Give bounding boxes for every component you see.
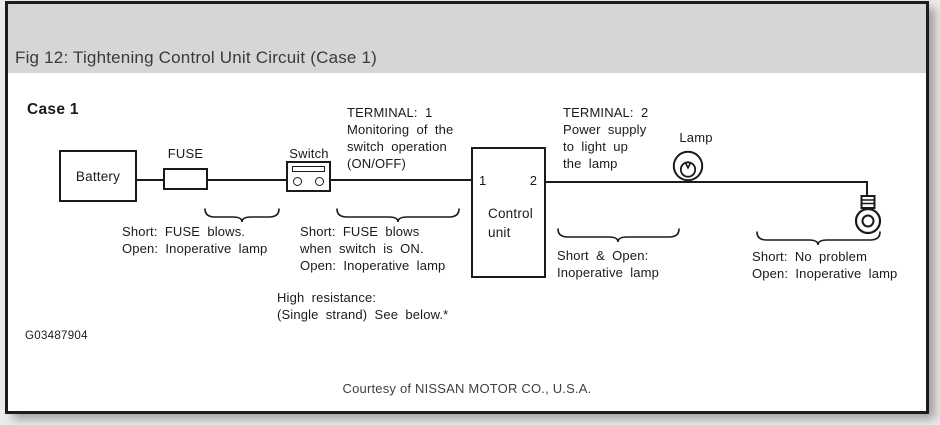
note-line: Short & Open: xyxy=(557,248,649,263)
lamp-label: Lamp xyxy=(679,130,713,145)
wire-fuse-switch xyxy=(208,179,296,181)
control-unit-label-line1: Control xyxy=(488,206,533,221)
brace-lamp-ground-icon xyxy=(756,231,881,246)
brace-control-lamp-icon xyxy=(557,228,680,243)
control-unit-terminal-1: 1 xyxy=(479,173,487,188)
note-fuse-switch: Short: FUSE blows when switch is ON. Ope… xyxy=(300,223,445,274)
note-high-resistance: High resistance: (Single strand) See bel… xyxy=(277,289,448,323)
note-line: (ON/OFF) xyxy=(347,156,406,171)
fuse-box xyxy=(163,168,208,190)
control-unit-label: Control unit xyxy=(488,204,533,242)
figure-title: Fig 12: Tightening Control Unit Circuit … xyxy=(15,48,378,67)
note-line: Open: Inoperative lamp xyxy=(122,241,268,256)
control-unit-label-line2: unit xyxy=(488,225,511,240)
note-line: Open: Inoperative lamp xyxy=(752,266,898,281)
note-line: High resistance: xyxy=(277,290,377,305)
note-line: Power supply xyxy=(563,122,647,137)
switch-label: Switch xyxy=(289,146,329,161)
brace-fuse-switch-icon xyxy=(336,208,460,223)
note-control-lamp: Short & Open: Inoperative lamp xyxy=(557,247,659,281)
note-line: Short: No problem xyxy=(752,249,868,264)
courtesy-line: Courtesy of NISSAN MOTOR CO., U.S.A. xyxy=(342,381,592,396)
note-line: switch operation xyxy=(347,139,447,154)
fuse-label: FUSE xyxy=(167,146,204,161)
switch-contact-right-icon xyxy=(315,177,324,186)
note-line: when switch is ON. xyxy=(300,241,424,256)
figure-id: G03487904 xyxy=(25,330,88,342)
switch-slider-icon xyxy=(292,166,325,172)
switch-contact-left-icon xyxy=(293,177,302,186)
figure-header: Fig 12: Tightening Control Unit Circuit … xyxy=(8,4,926,73)
bulb-socket-icon xyxy=(854,195,882,235)
note-line: to light up xyxy=(563,139,629,154)
wire-drop-to-bulb xyxy=(866,181,868,197)
note-terminal-1: TERMINAL: 1 Monitoring of the switch ope… xyxy=(347,104,453,172)
note-lamp-ground: Short: No problem Open: Inoperative lamp xyxy=(752,248,897,282)
brace-battery-fuse-icon xyxy=(204,208,280,223)
note-line: the lamp xyxy=(563,156,618,171)
diagram-canvas: Case 1 Battery FUSE Switch 1 xyxy=(8,4,926,411)
note-line: TERMINAL: 2 xyxy=(563,105,649,120)
note-battery-fuse: Short: FUSE blows. Open: Inoperative lam… xyxy=(122,223,267,257)
lamp-icon xyxy=(672,150,704,182)
note-line: Short: FUSE blows. xyxy=(122,224,246,239)
wire-switch-control xyxy=(318,179,471,181)
note-line: (Single strand) See below.* xyxy=(277,307,449,322)
note-line: Open: Inoperative lamp xyxy=(300,258,446,273)
battery-box: Battery xyxy=(59,150,137,202)
control-unit-box: 1 2 Control unit xyxy=(471,147,546,278)
note-line: TERMINAL: 1 xyxy=(347,105,433,120)
note-line: Inoperative lamp xyxy=(557,265,660,280)
wire-control-lamp xyxy=(546,181,868,183)
case-label: Case 1 xyxy=(27,101,79,118)
note-line: Monitoring of the xyxy=(347,122,454,137)
wire-battery-fuse xyxy=(137,179,164,181)
note-terminal-2: TERMINAL: 2 Power supply to light up the… xyxy=(563,104,648,172)
battery-label: Battery xyxy=(75,168,121,184)
control-unit-terminal-2: 2 xyxy=(529,173,537,188)
switch-symbol xyxy=(286,161,331,192)
figure-window: Fig 12: Tightening Control Unit Circuit … xyxy=(5,1,929,414)
note-line: Short: FUSE blows xyxy=(300,224,420,239)
